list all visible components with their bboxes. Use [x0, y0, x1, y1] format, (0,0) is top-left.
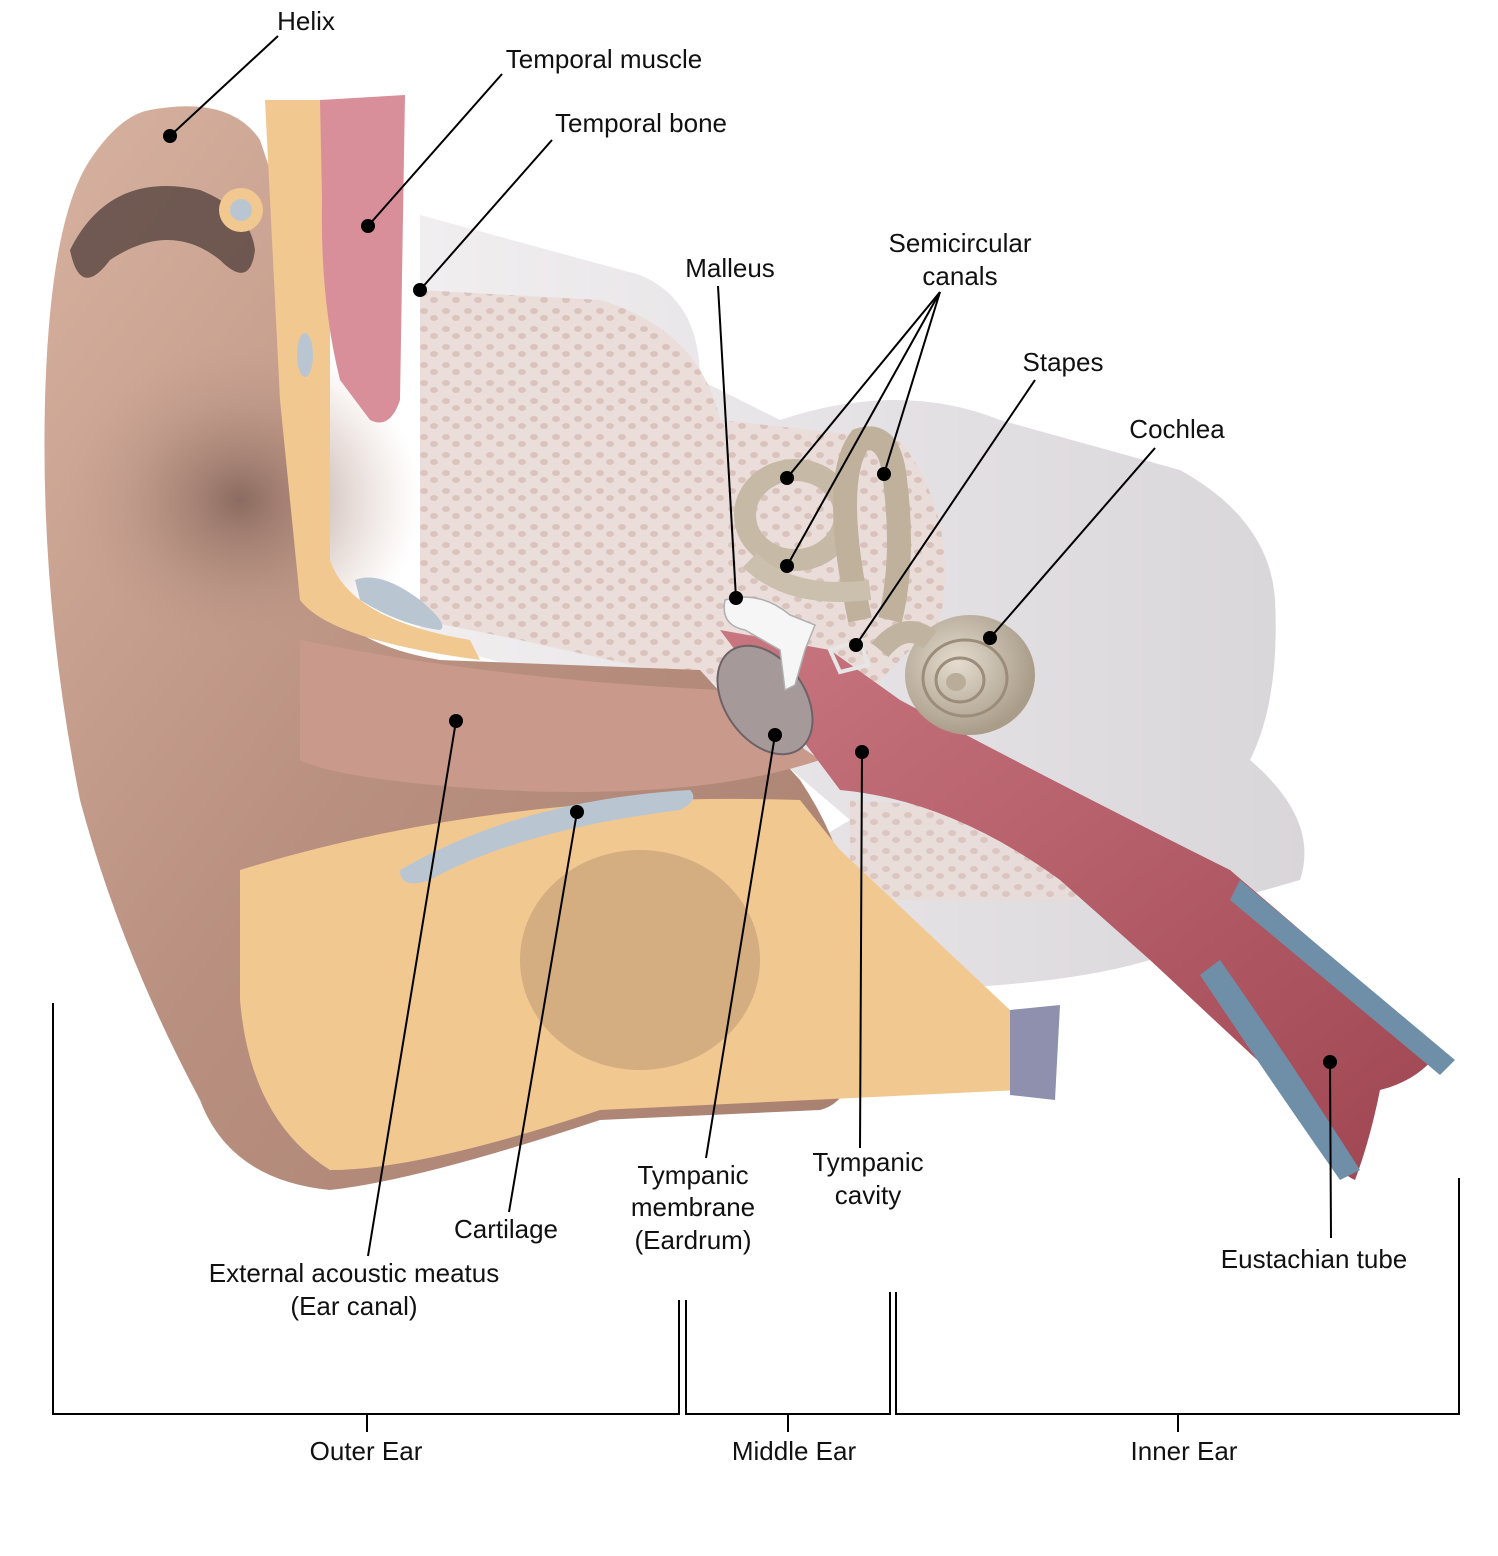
ear-illustration [44, 95, 1455, 1190]
label-semicircular-line2: canals [922, 261, 997, 291]
label-meatus-line1: External acoustic meatus [209, 1258, 499, 1288]
lobe-side-band [1010, 1005, 1060, 1100]
helix-rim [70, 186, 255, 278]
label-tympanic-cavity-line2: cavity [835, 1180, 901, 1210]
middle-ear-bracket [685, 1292, 891, 1432]
cochlea-shape [871, 615, 1035, 735]
inner-ear-bracket [895, 1178, 1460, 1432]
label-stapes: Stapes [1023, 347, 1104, 377]
eustachian-blue-strip [1230, 880, 1455, 1075]
label-tympanic-membrane-line1: Tympanic [637, 1160, 748, 1190]
label-tympanic-membrane-line2: membrane [631, 1192, 755, 1222]
temporal-muscle [320, 95, 405, 423]
cartilage-inclusion-2 [355, 577, 443, 630]
label-malleus: Malleus [685, 253, 775, 283]
leader-lines [163, 35, 1337, 1257]
eustachian-blue-strip-2 [1200, 960, 1360, 1180]
section-middle-ear: Middle Ear [732, 1436, 857, 1466]
cartilage-inclusion-1 [297, 333, 313, 377]
labels: Helix Temporal muscle Temporal bone Mall… [209, 6, 1407, 1466]
cartilage-upper [265, 100, 480, 660]
lower-shadow [520, 850, 760, 1070]
label-eustachian-tube: Eustachian tube [1221, 1244, 1407, 1274]
label-helix: Helix [277, 6, 335, 36]
label-meatus-line2: (Ear canal) [290, 1291, 417, 1321]
label-cartilage: Cartilage [454, 1214, 558, 1244]
helix-cartilage-core [230, 199, 252, 221]
ear-canal [300, 640, 820, 792]
outer-ear-bracket [52, 1003, 680, 1432]
semicircular-canals-shape [734, 426, 911, 623]
label-temporal-muscle: Temporal muscle [506, 44, 703, 74]
label-semicircular-line1: Semicircular [888, 228, 1031, 258]
section-brackets [52, 1003, 1460, 1432]
label-temporal-bone: Temporal bone [555, 108, 727, 138]
malleus-shape [723, 596, 816, 692]
cartilage-lower [240, 798, 1020, 1170]
section-outer-ear: Outer Ear [310, 1436, 423, 1466]
label-tympanic-membrane-line3: (Eardrum) [634, 1225, 751, 1255]
label-cochlea: Cochlea [1129, 414, 1225, 444]
label-tympanic-cavity-line1: Tympanic [812, 1147, 923, 1177]
section-inner-ear: Inner Ear [1131, 1436, 1238, 1466]
cartilage-lower-inclusion [400, 790, 694, 884]
